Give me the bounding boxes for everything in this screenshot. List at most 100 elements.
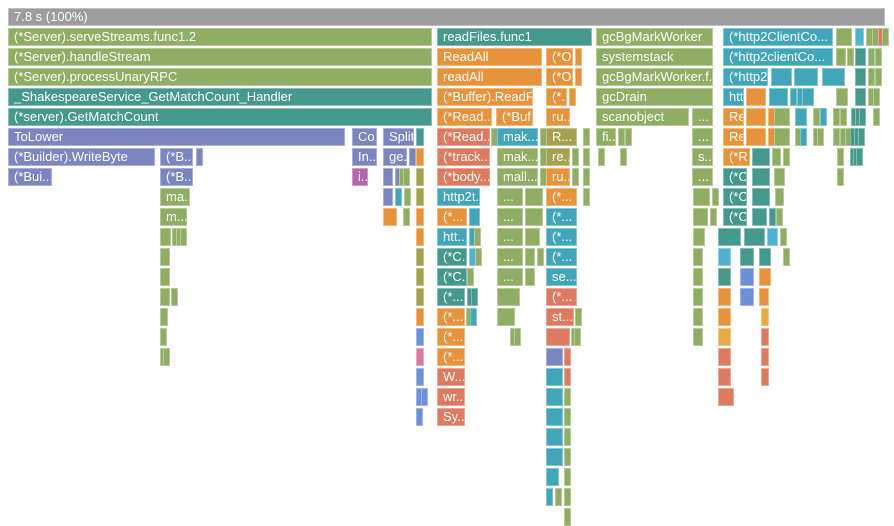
flame-block[interactable] [180,228,187,246]
flame-block[interactable] [383,188,393,206]
flame-block[interactable] [795,108,807,126]
flame-block[interactable] [718,388,734,406]
flame-block[interactable] [775,188,784,206]
flame-block[interactable]: systemstack [596,48,713,66]
flame-block[interactable] [564,508,571,526]
flame-block[interactable]: (*Server).serveStreams.func1.2 [8,28,432,46]
flame-block[interactable] [873,88,880,106]
flame-block[interactable]: (*Bui... [8,168,52,186]
flame-block[interactable] [525,248,535,266]
flame-block[interactable] [761,328,769,346]
flame-block[interactable] [761,348,769,366]
flame-block[interactable]: st... [546,308,574,326]
flame-block[interactable] [163,348,170,366]
flame-block[interactable]: htt... [437,228,467,246]
flame-block[interactable]: scanobject [596,108,689,126]
flame-block[interactable]: (*Buf... [496,108,533,126]
flame-block[interactable] [564,428,571,446]
flame-block[interactable] [546,408,563,426]
flame-block[interactable] [718,288,731,306]
flame-block[interactable]: (*C... [437,268,467,286]
flame-block[interactable] [855,48,866,66]
flame-block[interactable] [712,188,719,206]
flame-block[interactable] [583,148,590,166]
flame-block[interactable] [855,68,866,86]
flame-block[interactable] [546,388,563,406]
flame-block[interactable]: mak... [497,148,538,166]
flame-block[interactable] [718,268,731,286]
flame-block[interactable] [403,168,410,186]
flame-block[interactable] [575,68,582,86]
flame-block[interactable] [416,228,424,246]
flame-block[interactable]: ... [497,248,523,266]
flame-block[interactable] [771,68,792,86]
flame-block[interactable] [800,128,807,146]
flamegraph-root-bar[interactable]: 7.8 s (100%) [8,8,885,26]
flame-block[interactable] [836,48,846,66]
flame-block[interactable]: gcDrain [596,88,713,106]
flame-block[interactable] [759,248,771,266]
flame-block[interactable] [409,148,416,166]
flame-block[interactable] [752,168,770,186]
flame-block[interactable] [564,488,571,506]
flame-block[interactable] [569,88,576,106]
flame-block[interactable] [474,228,481,246]
flame-block[interactable] [598,148,605,166]
flame-block[interactable] [813,108,820,126]
flame-block[interactable] [817,128,824,146]
flame-block[interactable] [856,148,863,166]
flame-block[interactable]: Re... [723,108,744,126]
flame-block[interactable] [618,128,625,146]
flame-block[interactable] [555,488,562,506]
flame-block[interactable] [525,208,543,226]
flame-block[interactable]: ge... [383,148,407,166]
flame-block[interactable]: ma... [160,188,190,206]
flame-block[interactable]: s... [692,148,713,166]
flame-block[interactable] [693,188,710,206]
flame-block[interactable] [783,248,790,266]
flame-block[interactable]: ReadAll [437,48,542,66]
flame-block[interactable]: http2t... [437,188,480,206]
flame-block[interactable] [416,148,424,166]
flame-block[interactable]: (*Builder).WriteByte [8,148,155,166]
flame-block[interactable] [525,188,543,206]
flame-block[interactable]: (*C... [723,168,747,186]
flame-block[interactable] [873,108,880,126]
flame-block[interactable] [837,148,844,166]
flame-block[interactable] [740,288,754,306]
flame-block[interactable]: (*server).GetMatchCount [8,108,432,126]
flame-block[interactable] [693,248,703,266]
flame-block[interactable]: (*Server).handleStream [8,48,432,66]
flame-block[interactable] [416,328,424,346]
flame-block[interactable] [774,108,790,126]
flame-block[interactable] [794,68,818,86]
flame-block[interactable] [875,68,882,86]
flame-block[interactable] [718,348,731,366]
flame-block[interactable] [620,148,627,166]
flame-block[interactable]: Split [383,128,414,146]
flame-block[interactable] [416,308,424,326]
flame-block[interactable] [160,248,170,266]
flame-block[interactable] [820,108,827,126]
flame-block[interactable] [574,328,581,346]
flame-block[interactable] [572,168,579,186]
flame-block[interactable] [471,288,478,306]
flame-block[interactable] [746,108,766,126]
flame-block[interactable]: gcBgMarkWorker [596,28,713,46]
flame-block[interactable] [774,128,790,146]
flame-block[interactable] [564,348,571,366]
flame-block[interactable] [625,128,632,146]
flame-block[interactable] [761,368,769,386]
flame-block[interactable] [416,268,424,286]
flame-block[interactable] [416,248,424,266]
flame-block[interactable]: (*Server).processUnaryRPC [8,68,432,86]
flame-block[interactable]: i... [352,168,368,186]
flame-block[interactable] [752,208,767,226]
flame-block[interactable] [383,208,397,226]
flame-block[interactable] [583,168,590,186]
flame-block[interactable]: ... [497,228,523,246]
flame-block[interactable] [564,368,571,386]
flame-block[interactable] [774,168,785,186]
flame-block[interactable] [858,128,865,146]
flame-block[interactable]: R... [546,128,577,146]
